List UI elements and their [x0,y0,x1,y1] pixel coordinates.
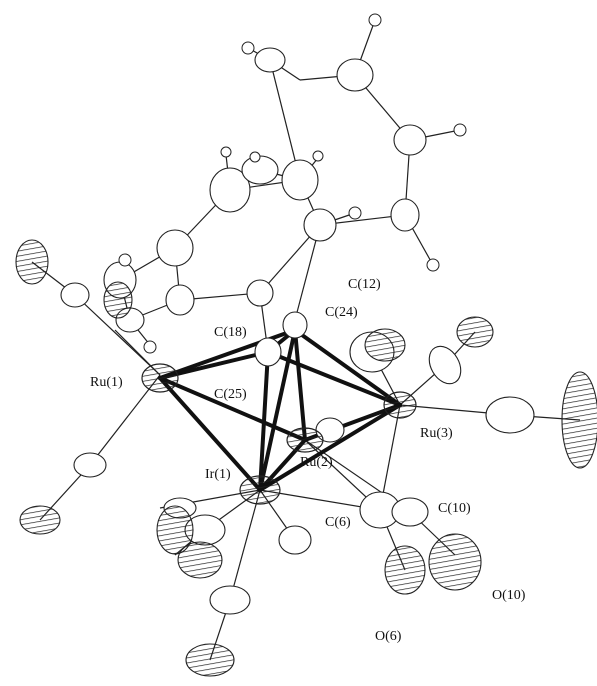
label-ru3: Ru(3) [420,426,453,441]
label-c12: C(12) [348,277,381,292]
metal-atoms [141,363,417,505]
carbon-atoms [60,47,535,615]
label-c6: C(6) [325,515,351,530]
label-c10: C(10) [438,501,471,516]
label-ru2: Ru(2) [300,455,333,470]
atom-labels: Ru(1) Ru(2) Ru(3) Ir(1) C(6) C(10) C(12)… [90,277,526,644]
label-o10: O(10) [492,588,526,603]
label-c24: C(24) [325,305,358,320]
label-o6: O(6) [375,629,402,644]
label-c25: C(25) [214,387,247,402]
label-c18: C(18) [214,325,247,340]
label-ir1: Ir(1) [205,467,231,482]
oxygen-atoms [15,239,597,677]
hydrogen-atoms [118,13,467,354]
label-ru1: Ru(1) [90,375,123,390]
